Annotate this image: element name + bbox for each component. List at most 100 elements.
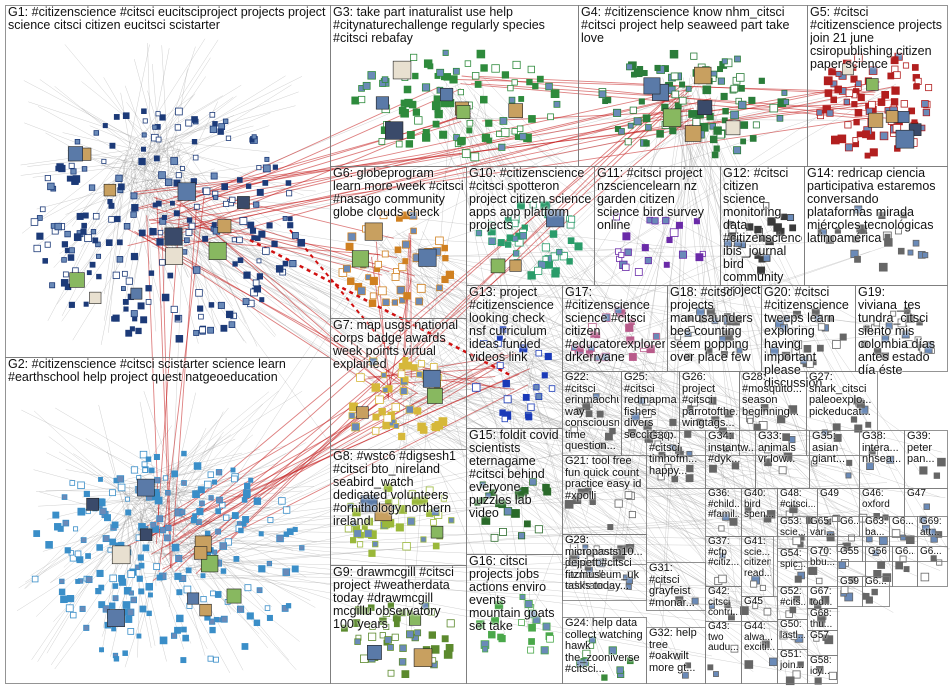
group-label: G28: #mosquito... season beginning...	[742, 372, 804, 418]
group-label: G58: icy...	[810, 656, 835, 677]
group-label: G6...	[895, 547, 915, 558]
group-g57: G57	[807, 630, 837, 655]
group-g22: G22: #citsci erinmaochu way consciousnes…	[562, 371, 621, 455]
group-label: G23: micropasts dejpett #citsci fitzmuse…	[565, 535, 644, 593]
group-label: G63: ba...	[865, 517, 887, 538]
group-label: G65: vari...	[810, 517, 835, 538]
group-g19: G19: viviana_tes tundra_citsci siento mi…	[855, 285, 947, 371]
group-g10: G10: #citizenscience #citsci spotteron p…	[466, 166, 594, 285]
group-label: G12: #citsci citizen science monitoring …	[723, 167, 802, 297]
group-label: G6...	[892, 517, 915, 528]
group-g68: G68: thu...	[807, 608, 837, 630]
group-g31: G31: #citsci grayfeist #monar...	[646, 562, 705, 610]
group-label: G37: #cfp #citiz...	[708, 537, 739, 569]
group-label: G8: #wstc6 #digsesh1 #citsci bto_nirelan…	[333, 450, 464, 528]
group-label: G43: two audu...	[708, 622, 739, 654]
group-g66: G6...	[917, 546, 947, 586]
group-g36: G36: #child... #famil...	[705, 488, 741, 536]
group-g61: G6...	[892, 546, 917, 586]
group-label: G55	[840, 547, 863, 558]
group-label: G33: animals vr low...	[758, 431, 807, 466]
group-label: G45	[744, 597, 775, 608]
group-g58: G58: icy...	[807, 655, 837, 683]
group-g67: G67: tod...	[807, 586, 837, 608]
group-g18: G18: #citsci projects manusaunders bee c…	[667, 285, 761, 371]
group-g35: G35: asian giant...	[809, 430, 859, 488]
group-label: G1: #citizenscience #citsci eucitsciproj…	[8, 6, 328, 32]
group-label: G10: #citizenscience #citsci spotteron p…	[469, 167, 592, 232]
group-label: G38: intera... nhsea...	[862, 431, 902, 466]
group-g24: G24: help data collect watching hawk the…	[562, 617, 646, 683]
group-label: G44: alwa... exciti...	[744, 622, 775, 654]
group-g37: G37: #cfp #citiz...	[705, 536, 741, 586]
group-label: G30: #citsci timhofm... happy...	[649, 431, 703, 477]
group-g12: G12: #citsci citizen science monitoring …	[720, 166, 804, 285]
group-g4: G4: #citizenscience know nhm_citsci #cit…	[578, 5, 807, 166]
group-g32: G32: help tree #oakwilt more gt...	[646, 627, 705, 683]
group-label: G7: map usgs national corps badge awards…	[333, 319, 464, 371]
group-label: G68: thu...	[810, 609, 835, 630]
group-label: G51: join...	[780, 650, 805, 671]
group-label: G26: project #citsci parrotofthe... wing…	[682, 372, 737, 430]
group-g6: G6: globeprogram learn more week #citsci…	[330, 166, 466, 318]
group-g59: G59	[837, 576, 862, 606]
group-g1: G1: #citizenscience #citsci eucitsciproj…	[5, 5, 330, 357]
group-label: G3: take part inaturalist use help #city…	[333, 6, 576, 45]
group-label: G41: scie... citizen read...	[744, 537, 771, 579]
group-label: G18: #citsci projects manusaunders bee c…	[670, 286, 759, 364]
group-label: G42: citsci contri...	[708, 587, 739, 619]
group-label: G32: help tree #oakwilt more gt...	[649, 628, 703, 674]
group-g5: G5: #citsci #citizenscience projects joi…	[807, 5, 947, 166]
group-label: G5: #citsci #citizenscience projects joi…	[810, 6, 945, 71]
group-label: G40: bird spen...	[744, 489, 775, 521]
group-g11: G11: #citsci project nzsciencelearn nz g…	[594, 166, 720, 285]
group-g52: G52: #cits...	[777, 586, 807, 619]
group-g16: G16: citsci projects jobs actions enviro…	[466, 554, 562, 683]
group-g7: G7: map usgs national corps badge awards…	[330, 318, 466, 449]
group-g54: G54: spic...	[777, 548, 807, 586]
group-label: G53: scie...	[780, 517, 805, 538]
group-g2: G2: #citizenscience #citsci scistarter s…	[5, 357, 330, 683]
group-label: G2: #citizenscience #citsci scistarter s…	[8, 358, 328, 384]
group-g70: G70: bbu...	[807, 546, 837, 586]
group-g8: G8: #wstc6 #digsesh1 #citsci bto_nirelan…	[330, 449, 466, 565]
group-label: G35: asian giant...	[812, 431, 857, 466]
group-label: G69: att...	[920, 517, 945, 538]
group-label: G34: instantw... #dyk...	[708, 431, 753, 466]
group-g3: G3: take part inaturalist use help #city…	[330, 5, 578, 166]
group-g50: G50: lastl...	[777, 619, 807, 649]
group-label: G52: #cits...	[780, 587, 805, 608]
group-g45: G45	[741, 596, 777, 621]
group-g20: G20: #citsci #citizenscience tweeps lear…	[761, 285, 855, 371]
group-label: G70: bbu...	[810, 547, 835, 568]
group-g40: G40: bird spen...	[741, 488, 777, 536]
group-g39: G39: peter pan...	[904, 430, 947, 488]
group-label: G19: viviana_tes tundra_citsci siento mi…	[858, 286, 945, 377]
group-label: G50: lastl...	[780, 620, 805, 641]
group-label: G9: drawmcgill #citsci project #weatherd…	[333, 566, 464, 631]
group-label: G15: foldit covid scientists eternagame …	[469, 429, 560, 520]
group-g21: G21: tool free fun quick count practice …	[562, 455, 646, 534]
group-g62: G6...	[862, 576, 889, 606]
group-g17: G17: #citizenscience science #citsci cit…	[562, 285, 667, 371]
group-label: G6: globeprogram learn more week #citsci…	[333, 167, 464, 219]
group-label: G59	[840, 577, 860, 588]
group-g41: G41: scie... citizen read...	[741, 536, 773, 596]
group-label: G56	[868, 547, 890, 558]
group-label: G24: help data collect watching hawk the…	[565, 618, 644, 676]
group-g15: G15: foldit covid scientists eternagame …	[466, 428, 562, 554]
group-label: G17: #citizenscience science #citsci cit…	[565, 286, 665, 364]
group-label: G13: project #citizenscience looking che…	[469, 286, 560, 364]
group-label: G6...	[865, 577, 887, 588]
group-label: G39: peter pan...	[907, 431, 945, 466]
group-label: G21: tool free fun quick count practice …	[565, 456, 644, 502]
group-label: G14: redricap ciencia participativa esta…	[807, 167, 945, 245]
group-label: G36: #child... #famil...	[708, 489, 739, 521]
group-g34: G34: instantw... #dyk...	[705, 430, 755, 488]
group-g9: G9: drawmcgill #citsci project #weatherd…	[330, 565, 466, 683]
group-g38: G38: intera... nhsea...	[859, 430, 904, 488]
group-label: G16: citsci projects jobs actions enviro…	[469, 555, 560, 633]
group-label: G4: #citizenscience know nhm_citsci #cit…	[581, 6, 805, 45]
group-g44: G44: alwa... exciti...	[741, 621, 777, 683]
group-label: G27: shark_citsci paleoexplo... pickeduc…	[809, 372, 875, 418]
